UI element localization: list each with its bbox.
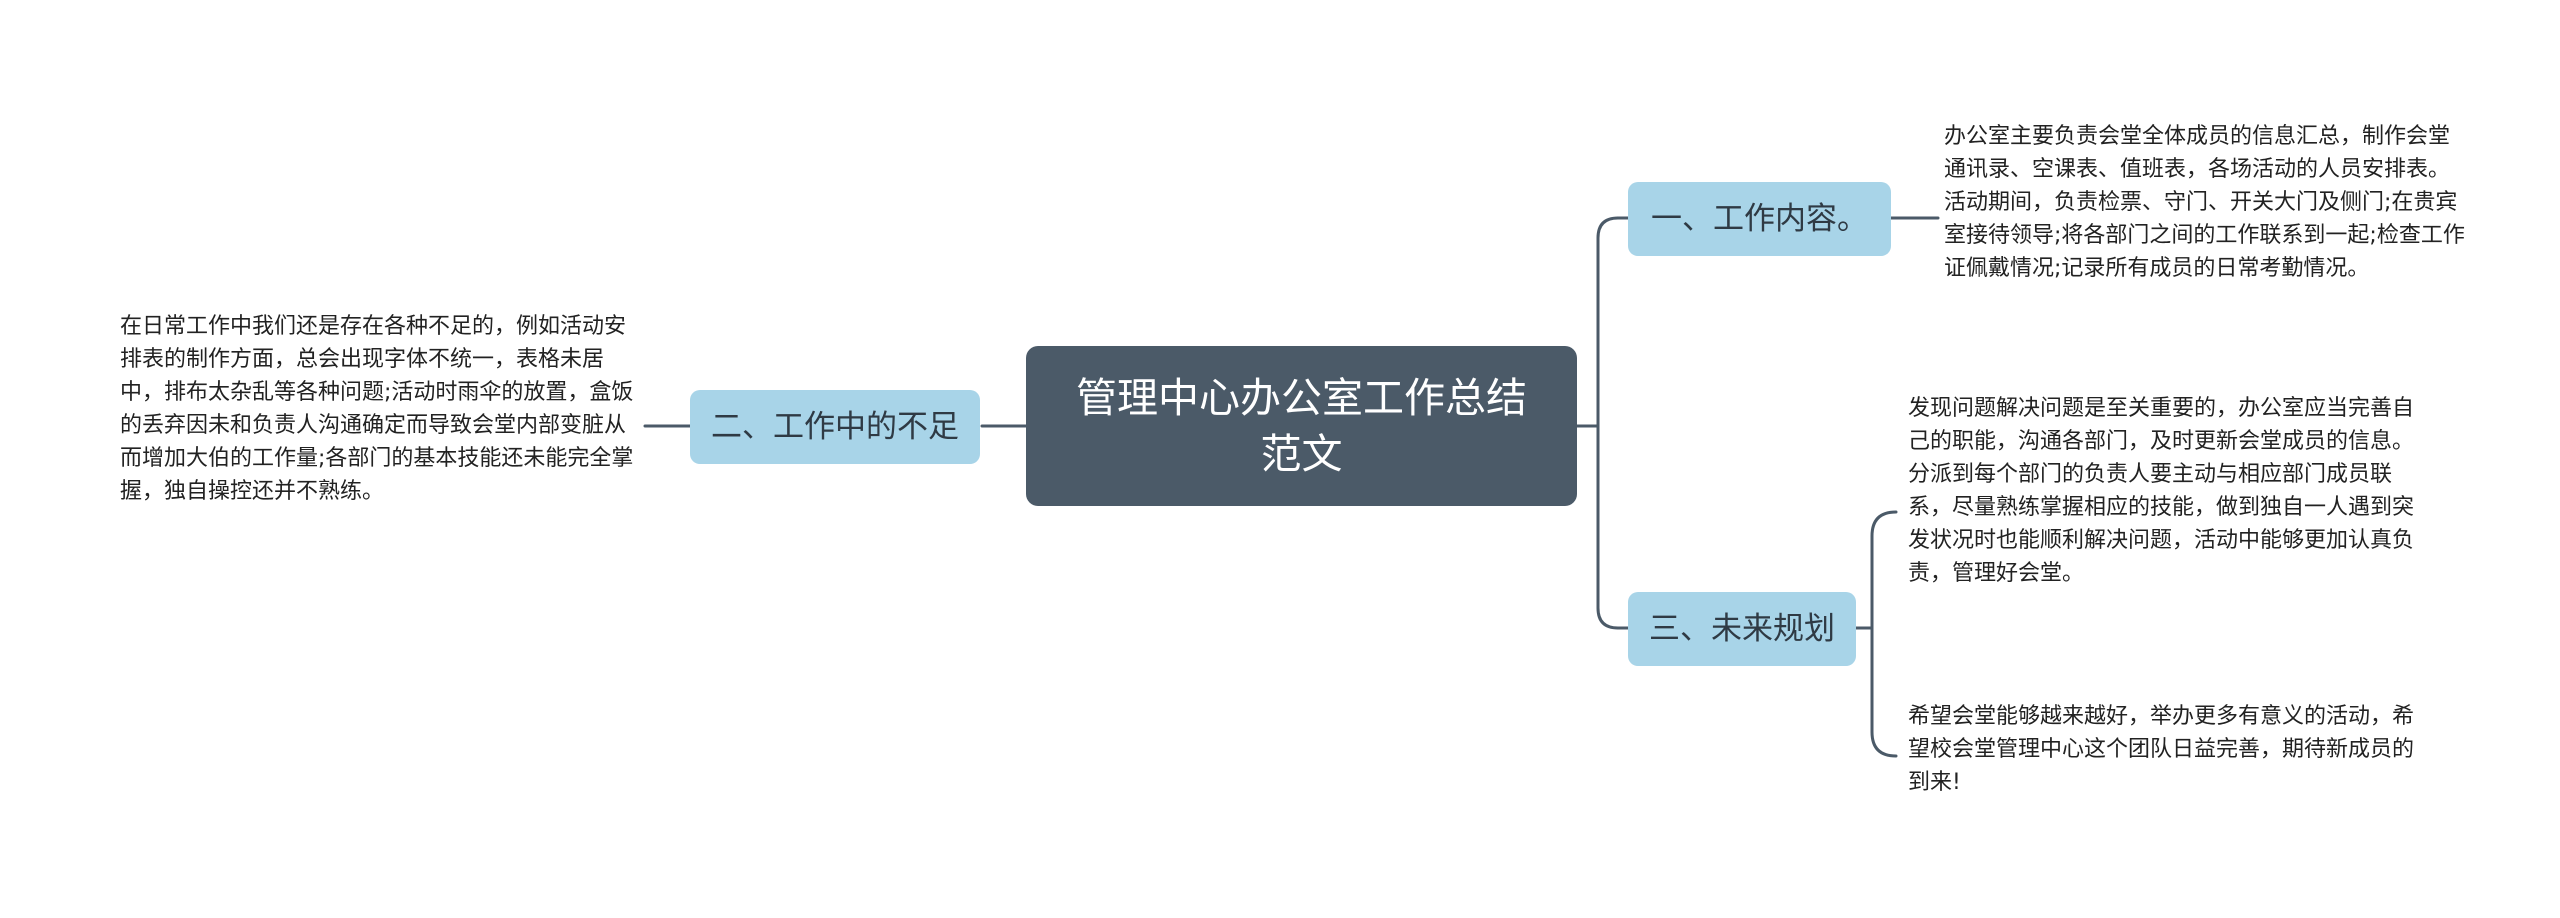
shortcomings-detail[interactable]: 在日常工作中我们还是存在各种不足的，例如活动安排表的制作方面，总会出现字体不统一… <box>120 314 634 504</box>
future-plan-detail-2[interactable]: 希望会堂能够越来越好，举办更多有意义的活动，希望校会堂管理中心这个团队日益完善，… <box>1908 704 2415 795</box>
connector-trunk-right <box>1596 216 1620 630</box>
work-content-detail[interactable]: 办公室主要负责会堂全体成员的信息汇总，制作会堂通讯录、空课表、值班表，各场活动的… <box>1944 124 2465 281</box>
branch-shortcomings-label: 二、工作中的不足 <box>711 409 959 445</box>
branch-work-content-label: 一、工作内容。 <box>1651 201 1868 237</box>
connector-branch-3-fork <box>1870 510 1898 758</box>
branch-future-plan[interactable]: 三、未来规划 <box>1628 592 1856 666</box>
branch-shortcomings[interactable]: 二、工作中的不足 <box>690 390 980 464</box>
root-topic[interactable]: 管理中心办公室工作总结范文 <box>1026 346 1577 506</box>
branch-future-plan-label: 三、未来规划 <box>1649 611 1835 647</box>
branch-work-content[interactable]: 一、工作内容。 <box>1628 182 1891 256</box>
future-plan-detail-1[interactable]: 发现问题解决问题是至关重要的，办公室应当完善自己的职能，沟通各部门，及时更新会堂… <box>1908 396 2415 586</box>
root-topic-label: 管理中心办公室工作总结范文 <box>1076 374 1527 478</box>
